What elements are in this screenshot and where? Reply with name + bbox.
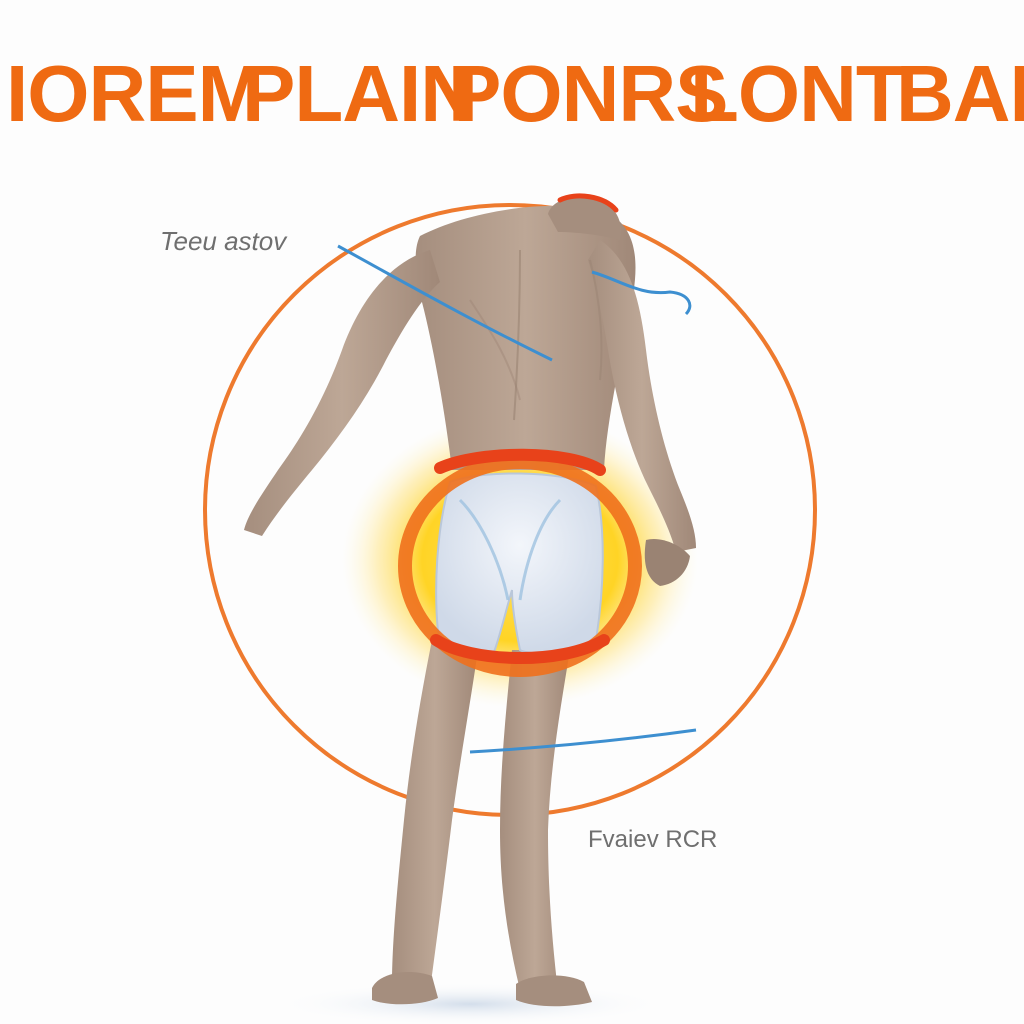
leader-line-lower <box>469 728 697 754</box>
left-leg <box>392 640 478 990</box>
title-word-2: PLAIN <box>242 49 478 138</box>
annotation-upper: Teeu astov <box>160 226 287 256</box>
torso <box>415 205 636 470</box>
diagram-title: IOREM PLAIN PONRS LONT BAK <box>0 44 1024 144</box>
pain-ring-top <box>434 448 606 476</box>
pain-ring-outer <box>398 455 642 677</box>
title-word-1: IOREM <box>6 49 264 138</box>
leader-line-shoulder <box>591 270 692 316</box>
right-arm <box>588 240 696 552</box>
title-word-4: LONT <box>690 49 905 138</box>
left-foot <box>372 972 438 1005</box>
left-arm <box>244 250 440 536</box>
pain-ring-bottom <box>430 634 610 664</box>
title-word-3: PONRS <box>448 49 728 138</box>
right-hand <box>644 538 690 586</box>
right-foot <box>516 975 592 1007</box>
right-leg <box>500 650 570 992</box>
head <box>548 196 621 240</box>
floor-shadow <box>270 982 670 1024</box>
annotation-lower: Fvaiev RCR <box>588 826 718 853</box>
title-word-5: BAK <box>896 49 1024 138</box>
neck-pain-mark <box>557 193 619 213</box>
leader-line-upper <box>337 244 553 362</box>
